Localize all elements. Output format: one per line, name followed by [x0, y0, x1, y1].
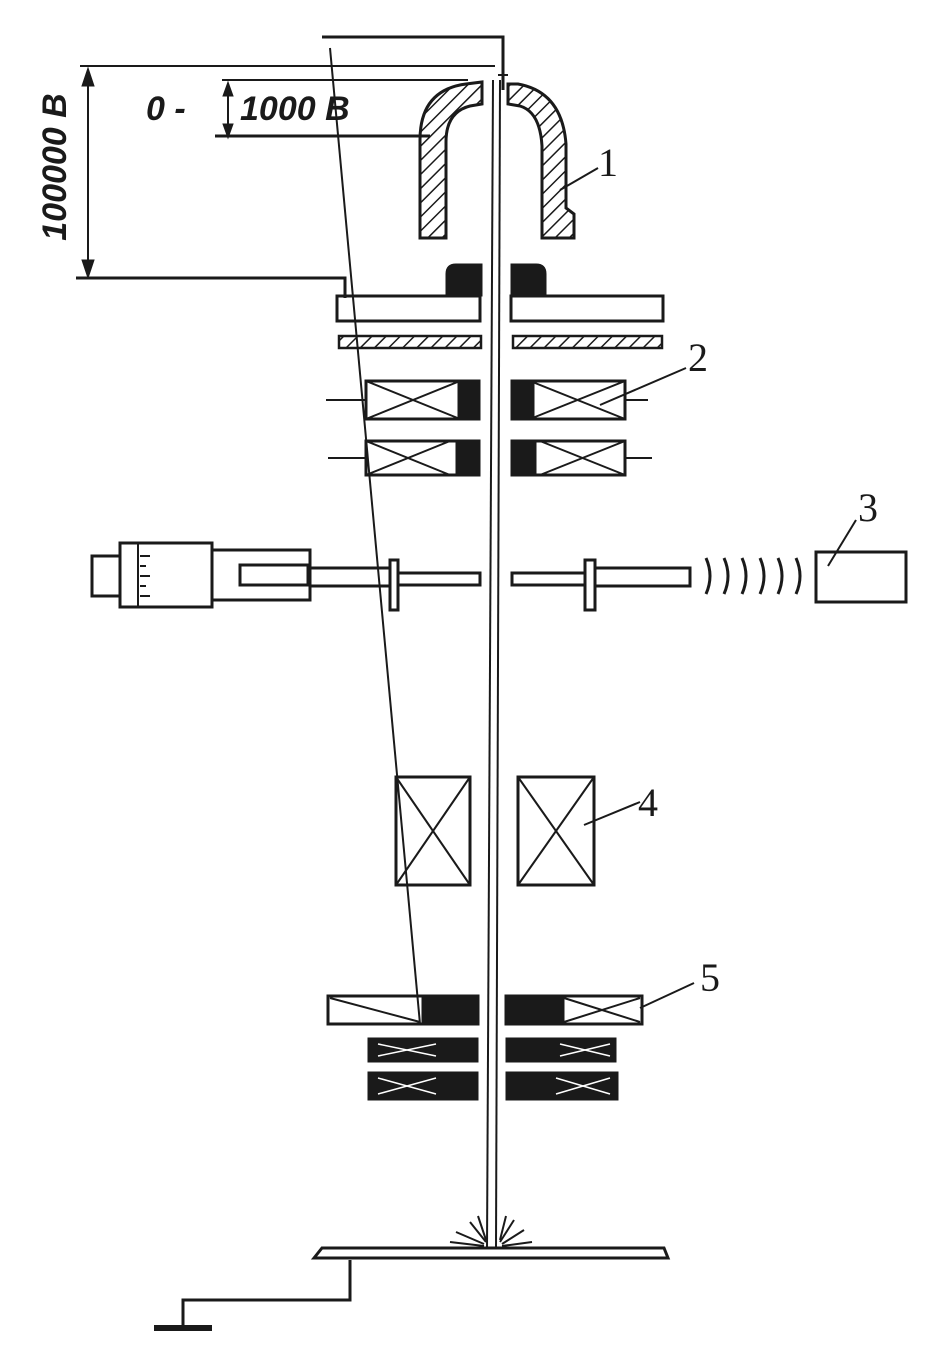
- objective-lens: [394, 775, 596, 887]
- high-voltage-dimension: [76, 65, 495, 298]
- callout-4: 4: [638, 780, 658, 825]
- ground-symbol: [154, 1260, 352, 1331]
- callout-2: 2: [688, 335, 708, 380]
- aperture-plate: [337, 334, 664, 350]
- cathode-wehnelt: [418, 80, 576, 240]
- cathode-wire: [322, 35, 508, 90]
- workpiece: [310, 1246, 671, 1260]
- callout-5: 5: [700, 955, 720, 1000]
- control-voltage-prefix: 0 -: [146, 90, 186, 128]
- beam-impact-sparks: [449, 1215, 533, 1247]
- callout-1: 1: [598, 140, 618, 185]
- anode: [335, 263, 665, 323]
- callout-3: 3: [858, 485, 878, 530]
- aperture-adjuster: [90, 541, 908, 612]
- high-voltage-label: 100000 B: [36, 93, 74, 241]
- control-voltage-dimension: [215, 79, 468, 140]
- condenser-coils: [326, 379, 652, 477]
- control-voltage-label: 1000 B: [240, 90, 350, 128]
- deflection-coils: [326, 47, 644, 1101]
- electron-beam: [486, 79, 501, 1249]
- callout-leaders: [559, 167, 857, 1009]
